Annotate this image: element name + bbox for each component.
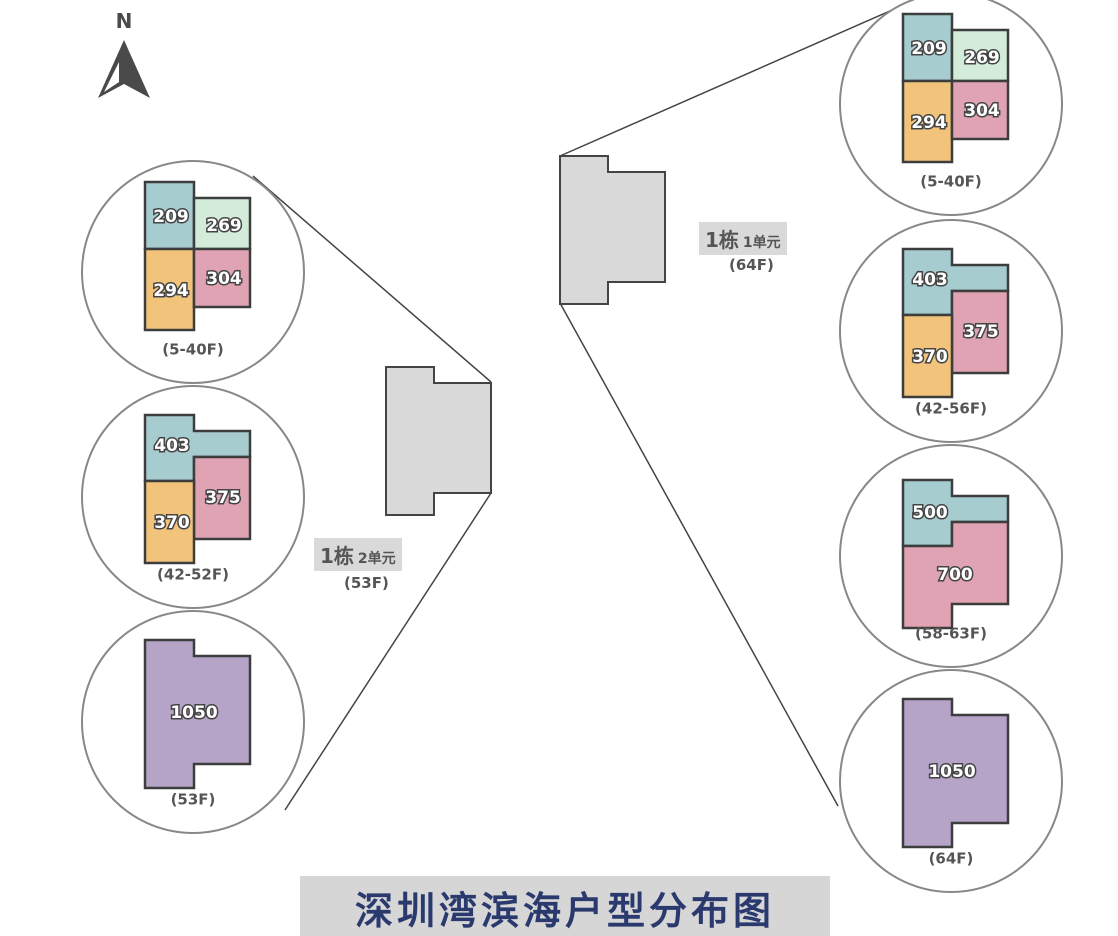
unit-area-label: 209 [153, 207, 189, 227]
unit-block [950, 79, 1010, 141]
floor-range-label: (5-40F) [920, 173, 982, 191]
unit-area-label: 700 [937, 565, 973, 585]
building-name: 1栋 [320, 544, 354, 568]
connector-line [559, 0, 916, 157]
unit-block [143, 638, 252, 790]
unit-area-label: 375 [205, 488, 241, 508]
building-footprint-unit1 [559, 155, 666, 305]
floor-plan-unit2-1: 403 375 370 (42-52F) [81, 385, 305, 609]
connector-line [252, 175, 492, 383]
unit-area-label: 1050 [928, 762, 975, 782]
unit-block [901, 697, 1010, 849]
floor-plan-unit1-0: 209 269 294 304 (5-40F) [839, 0, 1063, 216]
building-floors-unit2: (53F) [344, 574, 389, 592]
unit-block [143, 479, 196, 565]
unit-area-label: 375 [963, 322, 999, 342]
floor-plan-unit2-2: 1050 (53F) [81, 610, 305, 834]
floor-plan-diagram: 209 269 294 304 (5-40F) 403 375 370 (42-52F) 1050… [81, 0, 1063, 893]
floor-plan-unit1-2: 500 700 (58-63F) [839, 444, 1063, 668]
floor-range-label: (64F) [929, 850, 974, 868]
unit-area-label: 269 [964, 48, 1000, 68]
unit-area-label: 403 [912, 270, 948, 290]
unit-area-label: 304 [206, 269, 242, 289]
unit-block [192, 455, 252, 541]
unit-block [901, 79, 954, 164]
connector-line [559, 302, 839, 807]
unit-block [192, 196, 252, 251]
unit-area-label: 1050 [170, 703, 217, 723]
floor-range-label: (5-40F) [162, 341, 224, 359]
floor-range-label: (42-56F) [915, 400, 987, 418]
unit-area-label: 370 [912, 347, 948, 367]
unit-block [950, 28, 1010, 83]
unit-area-label: 304 [964, 101, 1000, 121]
unit-block [950, 289, 1010, 375]
unit-area-label: 209 [911, 39, 947, 59]
floor-plan-unit1-3: 1050 (64F) [839, 669, 1063, 893]
floor-plan-unit2-0: 209 269 294 304 (5-40F) [81, 160, 305, 384]
diagram-title: 深圳湾滨海户型分布图 [354, 889, 775, 933]
unit-block [901, 313, 954, 399]
unit-area-label: 370 [154, 513, 190, 533]
building-footprint-unit2 [385, 366, 492, 516]
building-floors-unit1: (64F) [729, 256, 774, 274]
floor-range-label: (53F) [171, 791, 216, 809]
connector-line [284, 492, 492, 811]
diagram-title-bar: 深圳湾滨海户型分布图 [300, 876, 830, 936]
unit-area-label: 294 [911, 113, 947, 133]
north-arrow-highlight [104, 62, 119, 92]
unit-area-label: 294 [153, 281, 189, 301]
unit-block [901, 520, 1010, 630]
unit-area-label: 269 [206, 216, 242, 236]
unit-name: 2单元 [357, 551, 396, 567]
floor-range-label: (42-52F) [157, 566, 229, 584]
unit-area-label: 500 [912, 503, 948, 523]
unit-block [192, 247, 252, 309]
unit-block [901, 12, 954, 83]
unit-name: 1单元 [742, 235, 781, 251]
unit-area-label: 403 [154, 436, 190, 456]
north-label: N [116, 9, 133, 33]
building-name: 1栋 [705, 228, 739, 252]
floor-range-label: (58-63F) [915, 625, 987, 643]
north-arrow-icon: N [98, 9, 150, 98]
floor-plan-unit1-1: 403 375 370 (42-56F) [839, 219, 1063, 443]
